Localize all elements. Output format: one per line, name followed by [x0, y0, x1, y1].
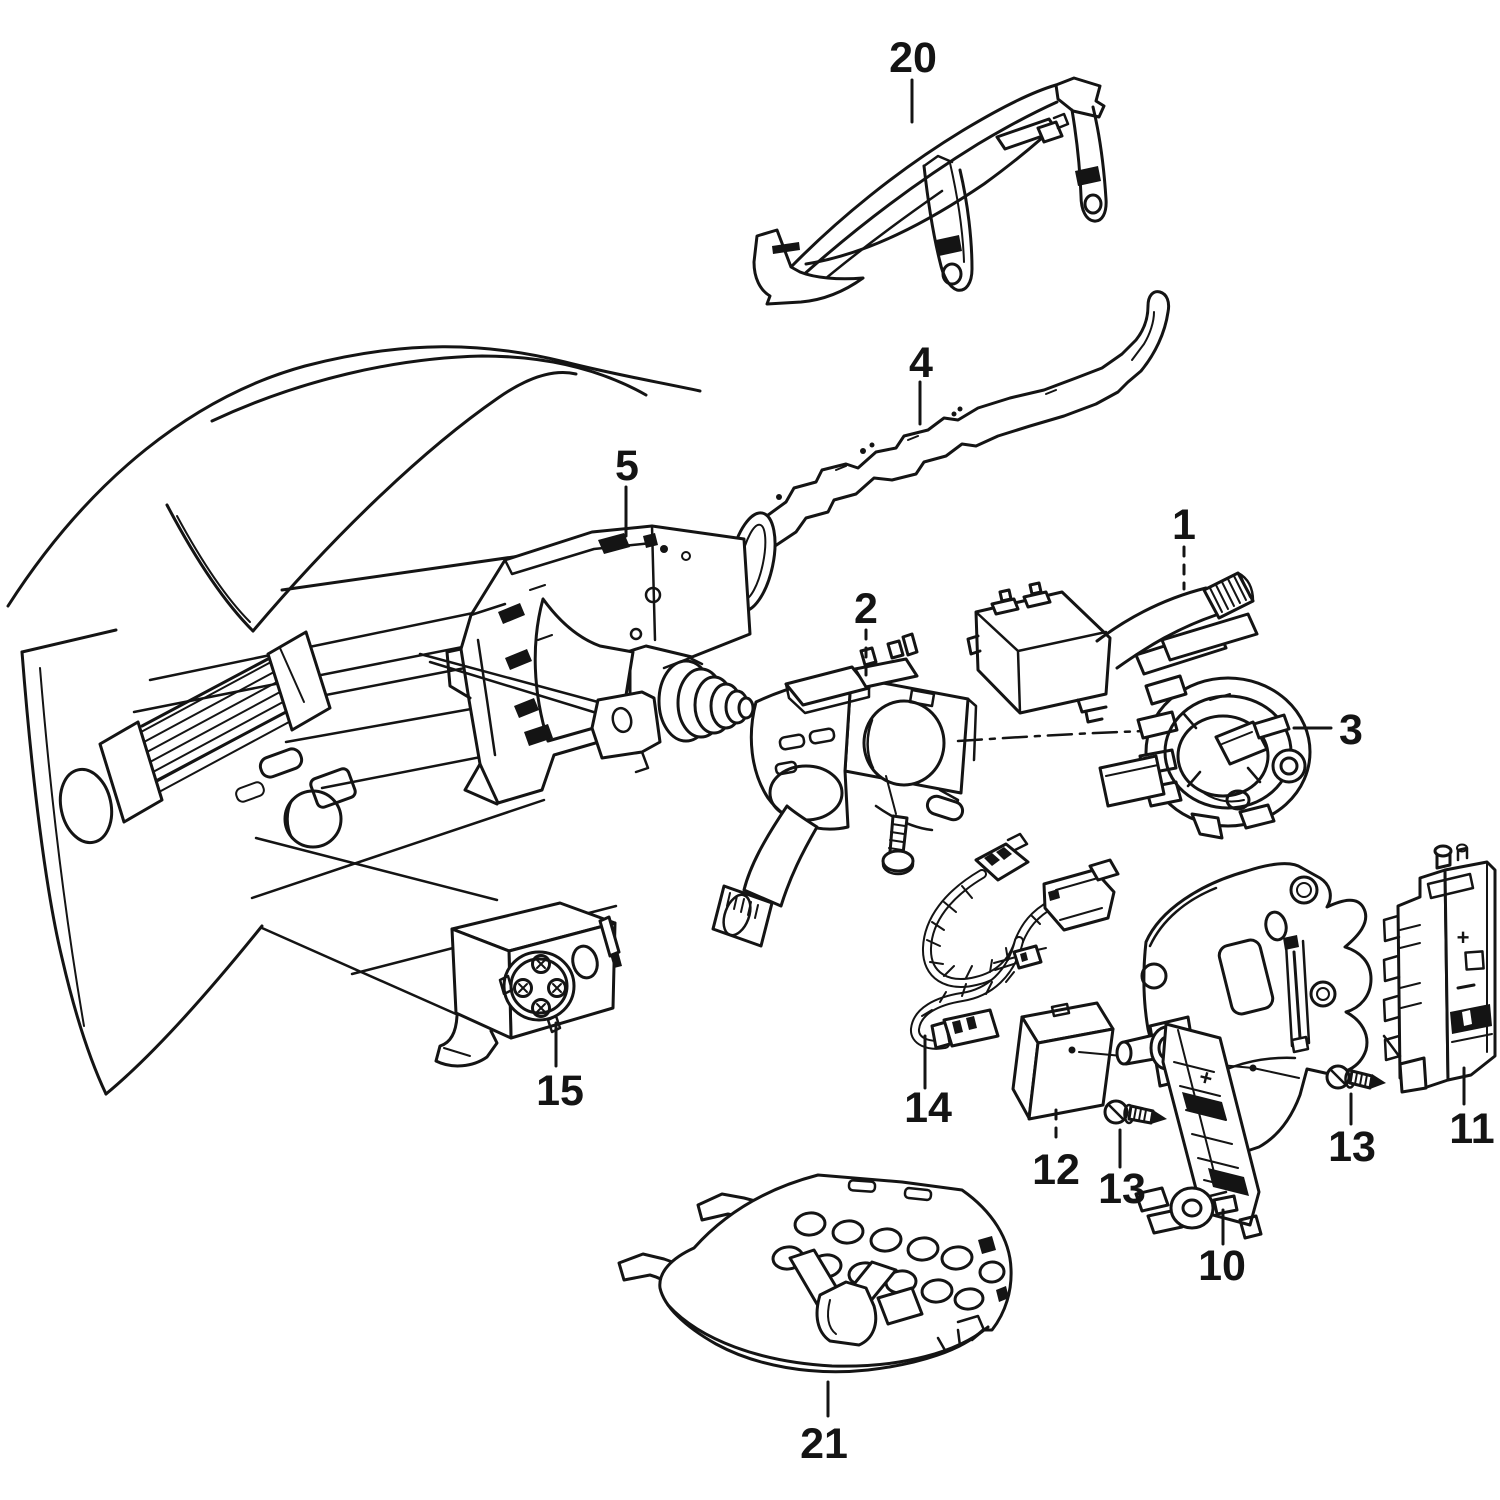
part11-plus-mark: + — [1457, 925, 1470, 950]
column-switch-housing — [711, 632, 1148, 948]
clock-spring-ring — [1098, 612, 1312, 840]
switch-carrier-bracket — [445, 524, 752, 806]
callout-5: 5 — [615, 442, 639, 490]
dash-switch-unit — [434, 901, 622, 1068]
plate-pointer-dot — [1249, 1064, 1257, 1072]
screw-13b — [1325, 1064, 1386, 1090]
callout-14: 14 — [904, 1084, 952, 1132]
callout-2: 2 — [854, 585, 878, 633]
callout-15: 15 — [536, 1067, 584, 1115]
switch-module-right — [1382, 843, 1497, 1094]
screw-13a — [1103, 1099, 1167, 1125]
callout-4: 4 — [909, 339, 933, 387]
callout-12: 12 — [1032, 1146, 1080, 1194]
steering-lock-boot — [418, 652, 789, 774]
callout-11: 11 — [1449, 1105, 1494, 1153]
callout-20: 20 — [889, 34, 937, 82]
callout-leader-lines — [554, 78, 1466, 1418]
callout-13b: 13 — [1328, 1123, 1376, 1171]
callout-labels: 20 4 5 1 2 3 15 14 12 13 10 13 11 21 — [536, 34, 1495, 1468]
dashboard-knob — [283, 789, 343, 849]
steering-column-upper-trim — [752, 76, 1108, 306]
small-switch-box — [1011, 1001, 1115, 1121]
switch-strip — [1115, 1015, 1263, 1240]
callout-1: 1 — [1172, 501, 1196, 549]
dashboard-outline — [6, 345, 702, 1096]
lower-dash-trim — [617, 1173, 1013, 1374]
callout-3: 3 — [1339, 706, 1363, 754]
wiring-harness — [910, 832, 1120, 1050]
callout-10: 10 — [1198, 1242, 1246, 1290]
turn-signal-switch — [966, 571, 1255, 724]
callout-13a: 13 — [1098, 1165, 1146, 1213]
part10-plus-mark: + — [1197, 1064, 1216, 1091]
callout-21: 21 — [800, 1420, 848, 1468]
